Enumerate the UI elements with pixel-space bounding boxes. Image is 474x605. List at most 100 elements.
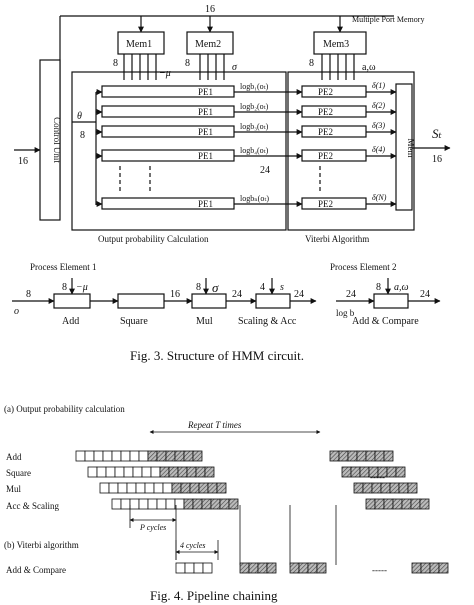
viterbi-frame (287, 71, 415, 231)
dots-b: ----- (372, 565, 387, 575)
neg-mu-label: −μ (159, 68, 171, 79)
pipeline-cell-acc (120, 498, 131, 510)
p-cycles-label: P cycles (139, 523, 166, 532)
output-prob-frame (71, 71, 287, 231)
pipeline-cell-compare-h1 (248, 562, 259, 574)
pipeline-cell-compare (184, 562, 195, 574)
row-label-add-compare: Add & Compare (6, 565, 66, 575)
pipeline-cell-add (156, 450, 167, 462)
pipeline-cell-mul (216, 482, 227, 494)
pipeline-cell-mul (135, 482, 146, 494)
svg-text:PE1: PE1 (198, 87, 213, 97)
mem1-box (117, 31, 165, 55)
svg-text:4: 4 (260, 282, 265, 293)
a-omega-label: a,ω (362, 62, 376, 73)
mul-box (191, 293, 227, 309)
svg-text:s: s (280, 282, 284, 293)
pipeline-cell-mul-tail (362, 482, 373, 494)
process-element-2: Process Element 2 24 log b 8 a,ω 24 Add … (330, 262, 441, 327)
output-mem-label: Mem (406, 139, 416, 158)
svg-text:σ: σ (212, 280, 219, 295)
pe1-title: Process Element 1 (30, 262, 97, 272)
svg-text:24: 24 (420, 289, 430, 300)
svg-text:δ(1): δ(1) (372, 81, 385, 90)
pe1-row-4 (101, 149, 235, 162)
output-symbol: Sₜ (432, 126, 443, 141)
pipeline-cell-square-tail (350, 466, 361, 478)
theta-label: θ (77, 111, 82, 122)
pe2-column: PE2 PE2 PE2 PE2 PE2 (301, 85, 367, 210)
pipeline-cell-compare-h3 (429, 562, 440, 574)
pipeline-cell-add-tail (383, 450, 394, 462)
hmm-structure-diagram: 16 Multiple Port Memory Control Unit 16 … (14, 4, 451, 244)
row-label-acc-scaling: Acc & Scaling (6, 501, 59, 511)
pe2-row-3 (301, 125, 367, 138)
pipeline-cell-add (147, 450, 158, 462)
pe1-input-o: o (14, 306, 19, 317)
multi-port-memory-label: Multiple Port Memory (352, 15, 424, 24)
pipeline-cell-mul-tail (371, 482, 382, 494)
pipeline-cell-add (174, 450, 185, 462)
pe2-title: Process Element 2 (330, 262, 397, 272)
pipeline-cell-add (111, 450, 122, 462)
pipeline-cell-square-tail (395, 466, 406, 478)
pipeline-rows-a (75, 450, 430, 510)
control-unit-box (39, 59, 61, 221)
mem2-width: 8 (185, 58, 190, 69)
pipeline-cell-compare-h1 (239, 562, 250, 574)
svg-text:24: 24 (294, 289, 304, 300)
svg-text:logb₃(oₜ): logb₃(oₜ) (240, 122, 269, 131)
pipeline-cell-compare (193, 562, 204, 574)
pipeline-cell-add-tail (347, 450, 358, 462)
pipeline-cell-mul-tail (353, 482, 364, 494)
pe2-row-2 (301, 105, 367, 118)
svg-text:PE2: PE2 (318, 151, 333, 161)
pipeline-cell-mul-tail (398, 482, 409, 494)
pipeline-cell-acc-tail (410, 498, 421, 510)
svg-text:16: 16 (170, 289, 180, 300)
pipeline-cell-acc (228, 498, 239, 510)
pipeline-cell-mul (117, 482, 128, 494)
section-a-label: (a) Output probability calculation (4, 404, 125, 414)
pipeline-cell-mul (162, 482, 173, 494)
pipeline-cell-add (192, 450, 203, 462)
theta-width: 8 (80, 130, 85, 141)
control-in-width: 16 (18, 156, 28, 167)
pipeline-cell-compare-h1 (266, 562, 277, 574)
pipeline-cell-compare-h2 (289, 562, 300, 574)
pipeline-cell-acc (201, 498, 212, 510)
mul-label: Mul (196, 316, 213, 327)
pipeline-cell-square (132, 466, 143, 478)
svg-text:24: 24 (346, 289, 356, 300)
row-label-mul: Mul (6, 484, 22, 494)
top-bus-width: 16 (205, 4, 215, 15)
row-label-square: Square (6, 468, 31, 478)
pipeline-cell-compare-h3 (420, 562, 431, 574)
pe1-row-3 (101, 125, 235, 138)
pipeline-cell-acc (210, 498, 221, 510)
pipeline-cell-acc-tail (401, 498, 412, 510)
mem2-box (186, 31, 234, 55)
pipeline-cell-acc (147, 498, 158, 510)
pipeline-cell-acc (183, 498, 194, 510)
pipeline-cell-add-tail (329, 450, 340, 462)
svg-text:PE1: PE1 (198, 127, 213, 137)
svg-text:δ(N): δ(N) (372, 193, 387, 202)
pipeline-cell-mul (108, 482, 119, 494)
pipeline-cell-acc (219, 498, 230, 510)
mem1-label: Mem1 (126, 39, 152, 50)
pipeline-cell-square (123, 466, 134, 478)
pipeline-cell-compare-h2 (298, 562, 309, 574)
mem3-width: 8 (309, 58, 314, 69)
svg-text:δ(4): δ(4) (372, 145, 385, 154)
pipeline-cell-acc (129, 498, 140, 510)
pe1-row-n (101, 197, 235, 210)
svg-text:δ(2): δ(2) (372, 101, 385, 110)
svg-text:PE2: PE2 (318, 127, 333, 137)
svg-text:δ(3): δ(3) (372, 121, 385, 130)
pipeline-cell-acc (165, 498, 176, 510)
pe1-column: PE1 PE1 PE1 PE1 PE1 (96, 85, 235, 210)
pipeline-cell-square (195, 466, 206, 478)
pipeline-cell-compare-h3 (438, 562, 449, 574)
